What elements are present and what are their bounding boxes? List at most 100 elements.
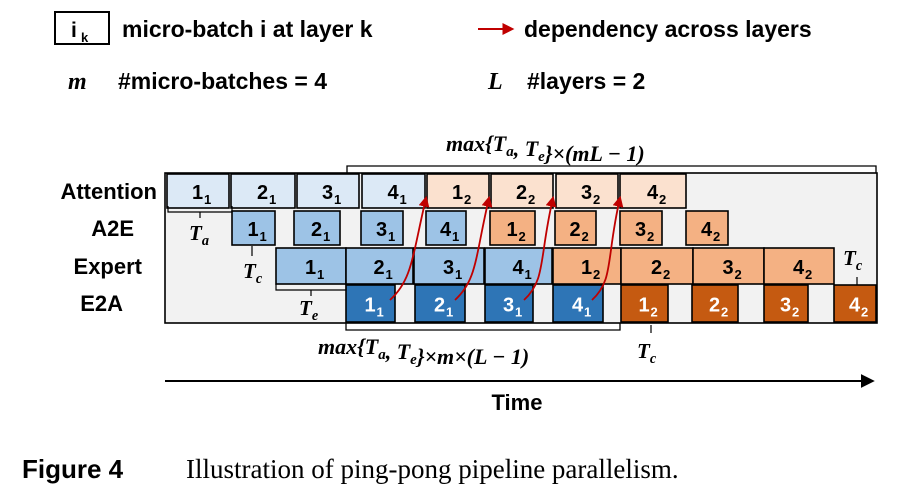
dependency-arrow-2 (454, 195, 493, 301)
bottom-bracket (345, 323, 621, 331)
block-sublabel: 2 (519, 229, 526, 244)
block-label: 3 (503, 295, 514, 317)
block-label: 1 (639, 295, 650, 317)
block-sublabel: 1 (269, 192, 276, 207)
block-sublabel: 2 (792, 305, 799, 320)
legend-box-sub: k (81, 30, 89, 45)
block-sublabel: 1 (388, 229, 395, 244)
block-label: 3 (376, 219, 387, 241)
row-label-a2e: A2E (91, 216, 134, 241)
block-label: 1 (452, 182, 463, 204)
block-label: 4 (647, 182, 659, 204)
bottom-formula-annotation: max{Ta, Te}×m×(L − 1) Tc (318, 323, 657, 369)
time-axis-label: Time (492, 390, 543, 415)
legend-micro-batch-box (54, 11, 110, 45)
block-sublabel: 2 (735, 267, 742, 282)
legend-l-text: #layers = 2 (527, 68, 645, 94)
block-sublabel: 1 (204, 192, 211, 207)
block-label: 4 (513, 257, 525, 279)
block-sublabel: 1 (323, 229, 330, 244)
legend-m-text: #micro-batches = 4 (118, 68, 327, 94)
block-label: 1 (365, 295, 376, 317)
t-a-label: Ta (189, 221, 209, 249)
block-sublabel: 2 (805, 267, 812, 282)
legend-m-symbol: m (68, 69, 87, 95)
block-sublabel: 1 (584, 305, 591, 320)
block-sublabel: 2 (582, 229, 589, 244)
block-label: 1 (507, 219, 518, 241)
block-sublabel: 1 (377, 305, 384, 320)
block-sublabel: 2 (861, 305, 868, 320)
dependency-arrows (389, 195, 624, 301)
block-label: 3 (780, 295, 791, 317)
block-sublabel: 1 (515, 305, 522, 320)
block-sublabel: 1 (386, 267, 393, 282)
dependency-arrow-3 (523, 195, 557, 301)
block-sublabel: 2 (651, 305, 658, 320)
legend-dependency-text: dependency across layers (524, 16, 812, 42)
block-label: 4 (440, 219, 452, 241)
dependency-arrow-1 (389, 195, 430, 301)
block-sublabel: 2 (713, 229, 720, 244)
block-sublabel: 2 (528, 192, 535, 207)
block-label: 4 (701, 219, 713, 241)
block-sublabel: 1 (446, 305, 453, 320)
block-label: 3 (322, 182, 333, 204)
block-label: 1 (248, 219, 259, 241)
dependency-arrow-4 (591, 195, 624, 301)
block-label: 1 (305, 257, 316, 279)
t-c-right-label: Tc (843, 246, 863, 274)
block-label: 2 (651, 257, 662, 279)
top-bracket (346, 165, 877, 173)
legend-l-symbol: L (487, 69, 503, 95)
block-label: 3 (635, 219, 646, 241)
block-label: 2 (709, 295, 720, 317)
block-sublabel: 1 (317, 267, 324, 282)
block-sublabel: 2 (647, 229, 654, 244)
caption-label: Figure 4 (22, 454, 124, 484)
block-sublabel: 2 (663, 267, 670, 282)
block-label: 2 (374, 257, 385, 279)
top-formula-annotation: max{Ta, Te}×(mL − 1) (346, 131, 877, 173)
row-labels: Attention A2E Expert E2A (60, 179, 157, 316)
block-label: 2 (257, 182, 268, 204)
block-label: 4 (388, 182, 400, 204)
block-label: 2 (516, 182, 527, 204)
legend: i k micro-batch i at layer k dependency … (54, 11, 812, 95)
row-label-expert: Expert (74, 254, 143, 279)
row-label-attention: Attention (60, 179, 157, 204)
block-label: 1 (192, 182, 203, 204)
block-sublabel: 2 (464, 192, 471, 207)
block-sublabel: 1 (452, 229, 459, 244)
block-label: 3 (723, 257, 734, 279)
block-label: 2 (434, 295, 445, 317)
t-c-bottom-label: Tc (637, 339, 657, 367)
